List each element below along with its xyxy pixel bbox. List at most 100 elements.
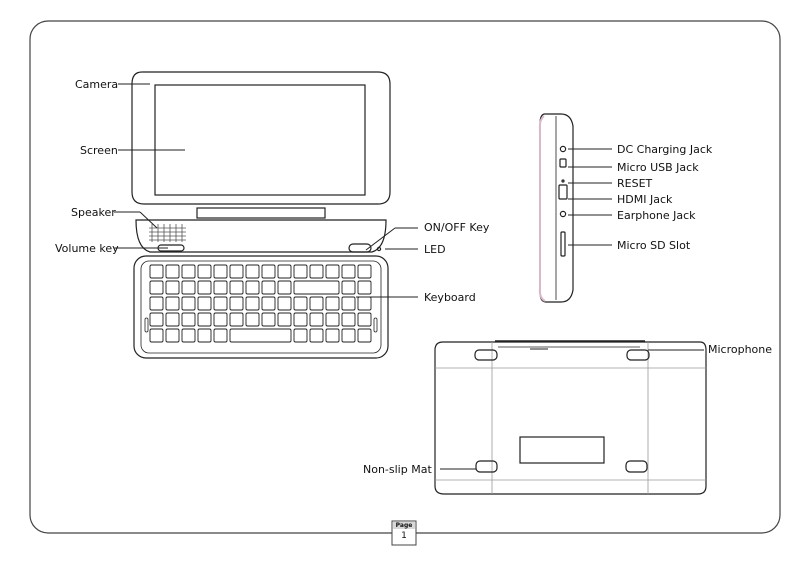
keyboard-key <box>197 328 212 343</box>
foot-bottom-left <box>475 460 498 473</box>
foot-top-left <box>474 349 498 361</box>
label-keyboard: Keyboard <box>424 291 476 304</box>
keyboard-key <box>245 264 260 279</box>
label-volume-key: Volume key <box>55 242 119 255</box>
keyboard-key <box>293 280 340 295</box>
keyboard-key <box>181 296 196 311</box>
keyboard-key <box>149 328 164 343</box>
label-reset: RESET <box>617 177 653 190</box>
page-number: 1 <box>401 531 407 541</box>
keyboard-key <box>149 312 164 327</box>
keyboard-key <box>261 264 276 279</box>
keyboard-key <box>149 264 164 279</box>
label-onoff-key: ON/OFF Key <box>424 221 490 234</box>
keyboard-key <box>261 312 276 327</box>
keyboard-key <box>197 280 212 295</box>
page-word: Page <box>395 522 413 529</box>
keyboard-key <box>165 328 180 343</box>
keyboard-key <box>309 328 324 343</box>
keyboard-key <box>149 280 164 295</box>
keyboard-key <box>309 296 324 311</box>
led-dot <box>376 246 382 252</box>
page-border <box>29 20 781 534</box>
label-non-slip-mat: Non-slip Mat <box>363 463 432 476</box>
keyboard-inner <box>140 260 382 354</box>
keyboard-key <box>357 312 372 327</box>
keyboard-key <box>325 312 340 327</box>
label-micro-usb-jack: Micro USB Jack <box>617 161 699 174</box>
keyboard-key <box>229 328 292 343</box>
keyboard-key <box>181 264 196 279</box>
hdmi-port-shape <box>558 184 568 200</box>
keyboard-base <box>133 255 389 359</box>
device-bottom-view <box>434 340 707 495</box>
device-lid <box>131 71 391 205</box>
keyboard-key <box>309 264 324 279</box>
keyboard-key <box>213 312 228 327</box>
label-dc-charging-jack: DC Charging Jack <box>617 143 713 156</box>
keyboard-key <box>213 280 228 295</box>
keyboard-key <box>165 264 180 279</box>
keyboard-key <box>229 280 244 295</box>
device-side-view <box>538 113 574 303</box>
device-hinge <box>196 207 326 219</box>
device-screen <box>154 84 366 196</box>
keyboard-key <box>341 280 356 295</box>
speaker-grille <box>149 224 186 242</box>
foot-top-right <box>626 349 650 361</box>
keyboard-key <box>357 328 372 343</box>
keyboard-key <box>277 296 292 311</box>
label-speaker: Speaker <box>71 206 116 219</box>
sd-slot-shape <box>560 231 566 257</box>
page-number-badge: Page 1 <box>392 521 416 545</box>
keyboard-key <box>357 280 372 295</box>
keyboard-key <box>293 312 308 327</box>
foot-bottom-right <box>625 460 648 473</box>
keyboard-key <box>293 328 308 343</box>
side-body <box>539 113 574 303</box>
keyboard-key <box>261 296 276 311</box>
bottom-label-plate <box>519 436 605 464</box>
keyboard-key <box>309 312 324 327</box>
label-micro-sd-slot: Micro SD Slot <box>617 239 691 252</box>
earphone-jack-shape <box>559 210 567 218</box>
keyboard-key <box>181 312 196 327</box>
keyboard-key <box>341 296 356 311</box>
keyboard-key <box>293 264 308 279</box>
label-led: LED <box>424 243 446 256</box>
keyboard-key <box>229 312 244 327</box>
keyboard-key <box>165 296 180 311</box>
leader-lines <box>114 83 704 470</box>
keyboard-key <box>245 280 260 295</box>
keyboard-key <box>213 328 228 343</box>
keyboard-key <box>325 264 340 279</box>
label-microphone: Microphone <box>708 343 773 356</box>
label-hdmi-jack: HDMI Jack <box>617 193 673 206</box>
keyboard-key <box>213 296 228 311</box>
keyboard-key <box>325 296 340 311</box>
keyboard-key <box>277 280 292 295</box>
keyboard-key <box>357 296 372 311</box>
keyboard-key <box>325 328 340 343</box>
onoff-key-shape <box>348 243 372 253</box>
keyboard-key <box>341 328 356 343</box>
bottom-body <box>434 341 707 495</box>
keyboard-key <box>245 312 260 327</box>
keyboard-key <box>197 264 212 279</box>
keyboard-key <box>197 296 212 311</box>
device-base-band <box>135 219 387 253</box>
keyboard-key <box>341 312 356 327</box>
reset-hole-shape <box>561 179 565 183</box>
dc-jack-shape <box>559 145 567 153</box>
keyboard-key <box>213 264 228 279</box>
device-front-view <box>131 71 391 359</box>
label-screen: Screen <box>80 144 118 157</box>
keyboard-key <box>245 296 260 311</box>
keyboard-key <box>197 312 212 327</box>
keyboard-key <box>229 264 244 279</box>
keyboard-key <box>165 312 180 327</box>
keyboard-key <box>149 296 164 311</box>
keyboard-key <box>341 264 356 279</box>
keyboard-key <box>165 280 180 295</box>
